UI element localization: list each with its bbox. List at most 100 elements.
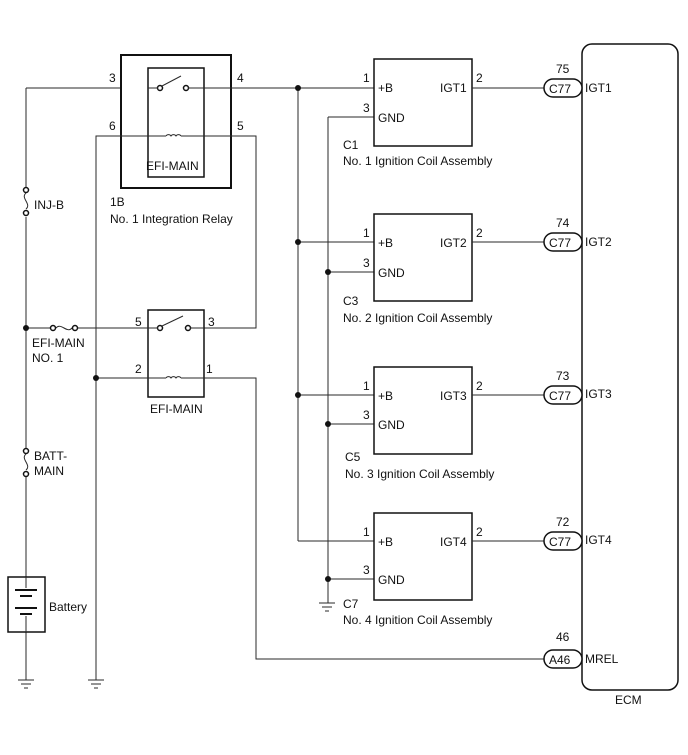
- coil1-label-b: +B: [378, 81, 393, 95]
- junction-dot: [295, 392, 301, 398]
- coil2-pin-gnd: 3: [363, 256, 370, 270]
- coil2-label-gnd: GND: [378, 266, 405, 280]
- junction-dot: [325, 421, 331, 427]
- integration-relay-name: EFI-MAIN: [146, 159, 199, 173]
- fuse-efi-main-no1: EFI-MAIN NO. 1: [32, 324, 85, 365]
- coil4-label-b: +B: [378, 535, 393, 549]
- coil3-name: No. 3 Ignition Coil Assembly: [345, 467, 494, 481]
- relay-coil-ground-wire: [95, 135, 148, 680]
- coil2-pin-b: 1: [363, 226, 370, 240]
- ecm-igt3-label: IGT3: [585, 387, 612, 401]
- connector-igt2-code: C77: [549, 236, 571, 250]
- coil3-pin-gnd: 3: [363, 408, 370, 422]
- coil4-pin-gnd: 3: [363, 563, 370, 577]
- ecm-igt1-label: IGT1: [585, 81, 612, 95]
- coil1-pin-out: 2: [476, 71, 483, 85]
- efi-main-relay-switch: [148, 315, 204, 332]
- integration-relay-pin5: 5: [237, 119, 244, 133]
- connector-igt4-pin: 72: [556, 515, 570, 529]
- coil4-label-gnd: GND: [378, 573, 405, 587]
- relay-coil-feed-wire: [204, 135, 257, 329]
- connector-igt1-pin: 75: [556, 62, 570, 76]
- coil4-name: No. 4 Ignition Coil Assembly: [343, 613, 492, 627]
- ecm-mrel-label: MREL: [585, 652, 619, 666]
- integration-relay-coil: [148, 134, 204, 137]
- efi-main-relay-coil: [148, 376, 204, 379]
- coil3-label-gnd: GND: [378, 418, 405, 432]
- coil3-label-signal: IGT3: [440, 389, 467, 403]
- connector-igt3: C77 73 IGT3: [543, 369, 612, 405]
- mrel-wire: [204, 377, 544, 660]
- connector-igt3-pin: 73: [556, 369, 570, 383]
- integration-relay-pin6: 6: [109, 119, 116, 133]
- coil1-pin-gnd: 3: [363, 101, 370, 115]
- coil1-code: C1: [343, 138, 359, 152]
- connector-mrel-code: A46: [549, 653, 571, 667]
- junction-dot: [325, 576, 331, 582]
- coil-assembly-3: 1 +B 3 GND IGT3 2 C5 No. 3 Ignition Coil…: [345, 366, 494, 481]
- coil3-pin-b: 1: [363, 379, 370, 393]
- coil4-pin-b: 1: [363, 525, 370, 539]
- coil1-name: No. 1 Ignition Coil Assembly: [343, 154, 492, 168]
- efi-main-relay-pin5: 5: [135, 315, 142, 329]
- junction-dot: [295, 85, 301, 91]
- coil1-label-gnd: GND: [378, 111, 405, 125]
- fuse-efi-label-1: EFI-MAIN: [32, 336, 85, 350]
- efi-main-relay-pin2: 2: [135, 362, 142, 376]
- junction-dot: [93, 375, 99, 381]
- connector-mrel-pin: 46: [556, 630, 570, 644]
- ecm-igt4-label: IGT4: [585, 533, 612, 547]
- junction-dot: [325, 269, 331, 275]
- coil1-pin-b: 1: [363, 71, 370, 85]
- ground-symbol-coils: [319, 602, 335, 612]
- battery-label: Battery: [49, 600, 87, 614]
- coil-assembly-4: 1 +B 3 GND IGT4 2 C7 No. 4 Ignition Coil…: [343, 512, 492, 627]
- connector-igt4: C77 72 IGT4: [543, 515, 612, 551]
- coil2-label-b: +B: [378, 236, 393, 250]
- integration-relay-pin3: 3: [109, 71, 116, 85]
- fuse-injb-label: INJ-B: [34, 198, 64, 212]
- integration-relay-pin4: 4: [237, 71, 244, 85]
- fuse-efi-label-2: NO. 1: [32, 351, 64, 365]
- integration-relay-title: No. 1 Integration Relay: [110, 212, 233, 226]
- junction-dot: [23, 325, 29, 331]
- coil2-pin-out: 2: [476, 226, 483, 240]
- coil4-pin-out: 2: [476, 525, 483, 539]
- ground-symbol-battery: [18, 679, 34, 689]
- junction-dot: [295, 239, 301, 245]
- integration-relay-code: 1B: [110, 195, 125, 209]
- efi-main-relay-box: [147, 309, 205, 398]
- coil2-label-signal: IGT2: [440, 236, 467, 250]
- efi-main-relay-name: EFI-MAIN: [150, 402, 203, 416]
- connector-mrel: A46 46 MREL: [543, 630, 619, 669]
- coil2-name: No. 2 Ignition Coil Assembly: [343, 311, 492, 325]
- ecm-igt2-label: IGT2: [585, 235, 612, 249]
- coil3-code: C5: [345, 450, 361, 464]
- ecm-label: ECM: [615, 693, 642, 707]
- fuse-batt-label-2: MAIN: [34, 464, 64, 478]
- fuse-batt-label-1: BATT-: [34, 449, 67, 463]
- connector-igt1: C77 75 IGT1: [543, 62, 612, 98]
- coil3-label-b: +B: [378, 389, 393, 403]
- connector-igt2-pin: 74: [556, 216, 570, 230]
- coil2-code: C3: [343, 294, 359, 308]
- coil-assembly-1: 1 +B 3 GND IGT1 2 C1 No. 1 Ignition Coil…: [343, 58, 492, 168]
- connector-igt3-code: C77: [549, 389, 571, 403]
- coil-assembly-2: 1 +B 3 GND IGT2 2 C3 No. 2 Ignition Coil…: [343, 213, 492, 325]
- coil4-code: C7: [343, 597, 359, 611]
- ground-symbol-relay: [88, 679, 104, 689]
- coil1-label-signal: IGT1: [440, 81, 467, 95]
- fuse-injb: INJ-B: [22, 186, 64, 217]
- connector-igt4-code: C77: [549, 535, 571, 549]
- coil3-pin-out: 2: [476, 379, 483, 393]
- ecm-box: [581, 43, 679, 691]
- efi-main-relay-pin1: 1: [206, 362, 213, 376]
- fuse-batt-main: BATT- MAIN: [22, 447, 67, 478]
- connector-igt1-code: C77: [549, 82, 571, 96]
- coil4-label-signal: IGT4: [440, 535, 467, 549]
- integration-relay-switch: [148, 75, 204, 92]
- battery: Battery: [7, 576, 87, 633]
- connector-igt2: C77 74 IGT2: [543, 216, 612, 252]
- efi-main-relay-pin3: 3: [208, 315, 215, 329]
